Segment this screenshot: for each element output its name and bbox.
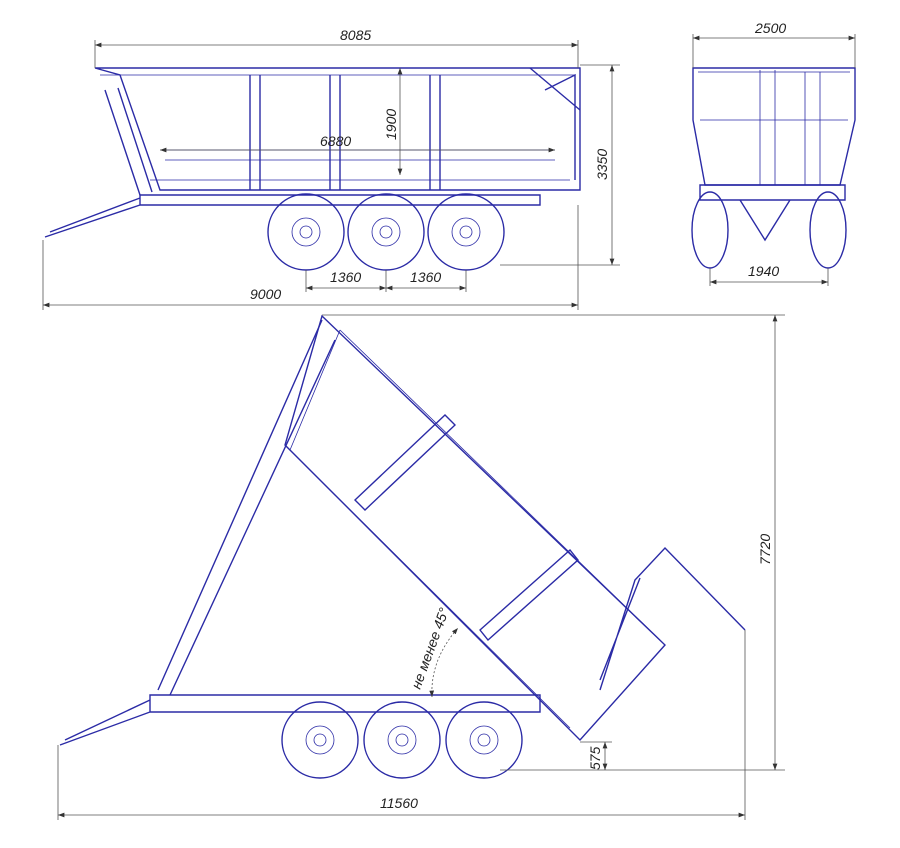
dim-tipped-height: 7720 [757, 534, 773, 565]
tipped-chassis [59, 694, 541, 746]
dim-axle-spacing-1: 1360 [330, 269, 361, 285]
dim-track: 1940 [748, 263, 779, 279]
rear-view: 2500 1940 [691, 20, 856, 286]
dim-rear-width: 2500 [754, 20, 786, 36]
rear-body [692, 67, 856, 186]
tipped-wheels [281, 701, 523, 779]
tipped-crossbeams [353, 414, 579, 642]
tipped-tailgate [599, 546, 746, 691]
side-chassis [44, 194, 541, 238]
dim-total-length: 9000 [250, 286, 281, 302]
tipped-body [284, 314, 666, 742]
dim-side-height: 1900 [383, 109, 399, 140]
side-cylinder [104, 87, 153, 196]
tipped-cylinder [157, 319, 336, 696]
side-rear-frame [529, 67, 581, 180]
dim-axle-spacing-2: 1360 [410, 269, 441, 285]
tipped-view: не менее 45° 7720 575 11560 [57, 314, 785, 820]
side-posts [249, 75, 441, 190]
dim-body-length: 8085 [340, 27, 371, 43]
dim-tip-angle: не менее 45° [408, 605, 452, 691]
side-view: 8085 1900 6880 3350 1360 1360 9000 [42, 27, 620, 310]
dim-total-height: 3350 [594, 149, 610, 180]
dim-inner-length: 6880 [320, 133, 351, 149]
dim-tipped-length: 11560 [380, 795, 418, 811]
side-body [94, 67, 581, 191]
dim-clearance: 575 [587, 746, 603, 770]
rear-wheel-left [691, 191, 729, 269]
rear-wheel-right [809, 191, 847, 269]
